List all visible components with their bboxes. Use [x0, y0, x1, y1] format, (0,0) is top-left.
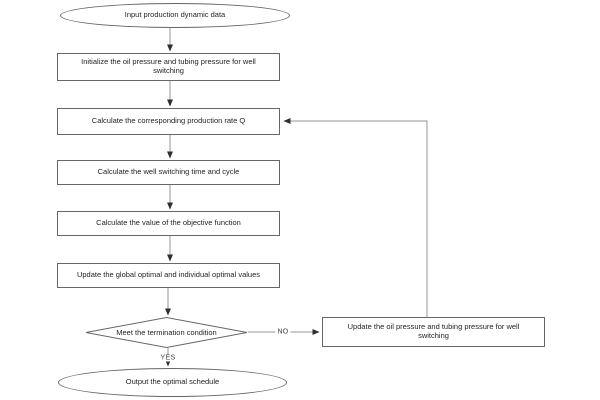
node-calc-objective-function-label: Calculate the value of the objective fun… [96, 218, 241, 228]
node-end-label: Output the optimal schedule [125, 377, 220, 387]
node-calc-switching-time: Calculate the well switching time and cy… [57, 160, 280, 185]
node-initialize-pressure-label: Initialize the oil pressure and tubing p… [81, 57, 256, 75]
node-update-pressure: Update the oil pressure and tubing press… [322, 317, 545, 347]
node-update-optimal-values-label: Update the global optimal and individual… [76, 270, 261, 280]
node-termination-decision: Meet the termination condition [85, 316, 248, 349]
node-update-pressure-label: Update the oil pressure and tubing press… [347, 322, 520, 340]
edge-label-no: NO [275, 328, 291, 336]
decision-diamond-shape [85, 316, 248, 349]
node-calc-production-rate-label: Calculate the corresponding production r… [91, 116, 246, 126]
node-calc-switching-time-label: Calculate the well switching time and cy… [97, 167, 240, 177]
node-end: Output the optimal schedule [58, 368, 287, 397]
node-start: Input production dynamic data [60, 3, 290, 28]
node-initialize-pressure: Initialize the oil pressure and tubing p… [57, 53, 280, 81]
node-calc-objective-function: Calculate the value of the objective fun… [57, 211, 280, 236]
node-update-optimal-values: Update the global optimal and individual… [57, 263, 280, 288]
node-termination-decision-label: Meet the termination condition [116, 328, 217, 337]
node-start-label: Input production dynamic data [124, 10, 226, 20]
node-calc-production-rate: Calculate the corresponding production r… [57, 108, 280, 135]
edge-update-pressure-feedback-to-calc-rate [283, 118, 428, 317]
edge-label-yes: YES [158, 354, 178, 362]
